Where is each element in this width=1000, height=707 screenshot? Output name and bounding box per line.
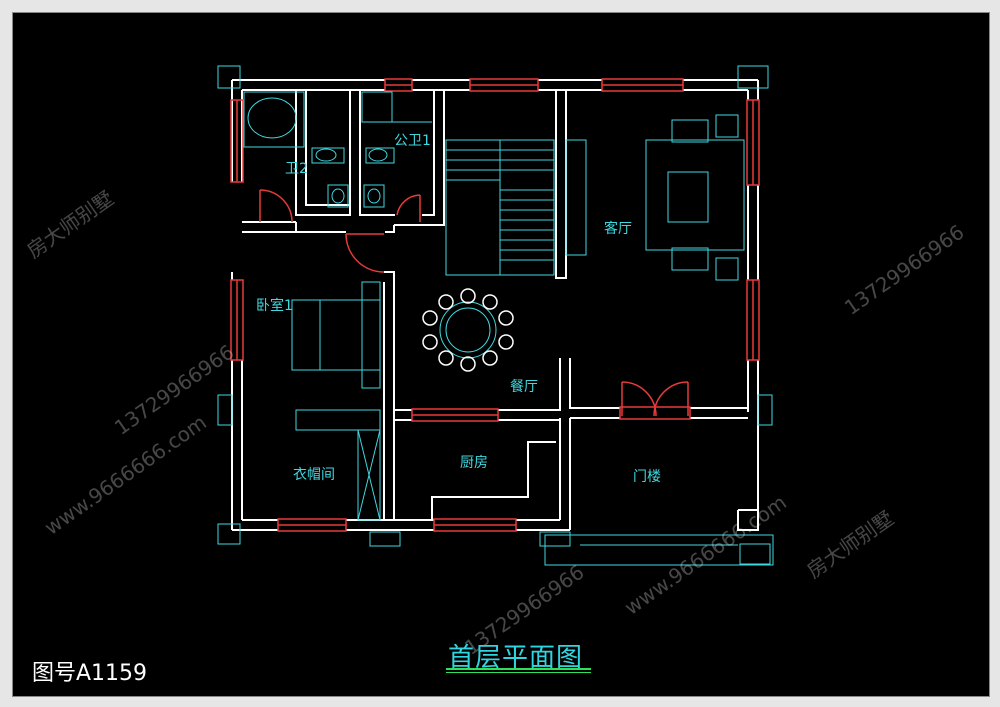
room-label-dining-room: 餐厅 <box>510 379 538 395</box>
room-label-living-room: 客厅 <box>604 221 632 237</box>
fixtures <box>243 91 774 566</box>
room-label-public-bath1: 公卫1 <box>394 133 431 149</box>
dining-chairs <box>422 288 514 372</box>
column-markers <box>217 65 773 565</box>
interior-walls <box>242 90 748 520</box>
drawing-number: 图号A1159 <box>32 661 148 686</box>
title-underline <box>446 668 591 670</box>
outer-walls <box>231 79 759 531</box>
windows <box>230 78 760 532</box>
room-label-kitchen: 厨房 <box>460 455 488 471</box>
room-label-closet: 衣帽间 <box>293 467 335 483</box>
doors <box>259 189 689 417</box>
title-underline-2 <box>446 672 591 673</box>
drawing-frame <box>12 12 990 697</box>
room-label-bedroom1: 卧室1 <box>256 298 293 314</box>
room-label-foyer: 门楼 <box>633 469 661 485</box>
room-label-bath2: 卫2 <box>285 161 308 177</box>
